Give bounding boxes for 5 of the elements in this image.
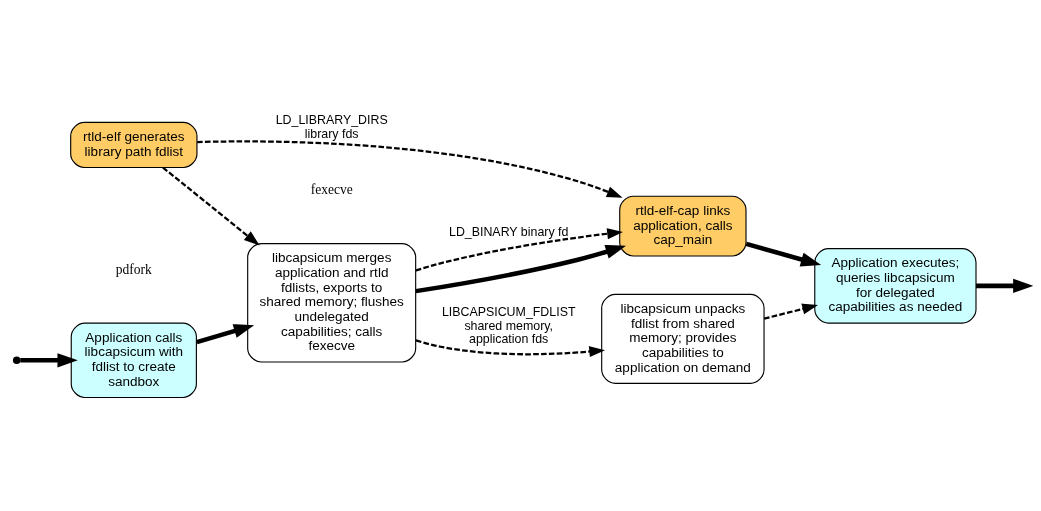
label: fexecve [310,181,353,197]
edge-label: LD_BINARY binary fd [448,224,569,239]
edge-label: LIBCAPSICUM_FDLIST shared memory, application fds [441,304,576,346]
label: pdfork [115,261,152,277]
edge-label: LD_LIBRARY_DIRS library fds [275,112,388,141]
